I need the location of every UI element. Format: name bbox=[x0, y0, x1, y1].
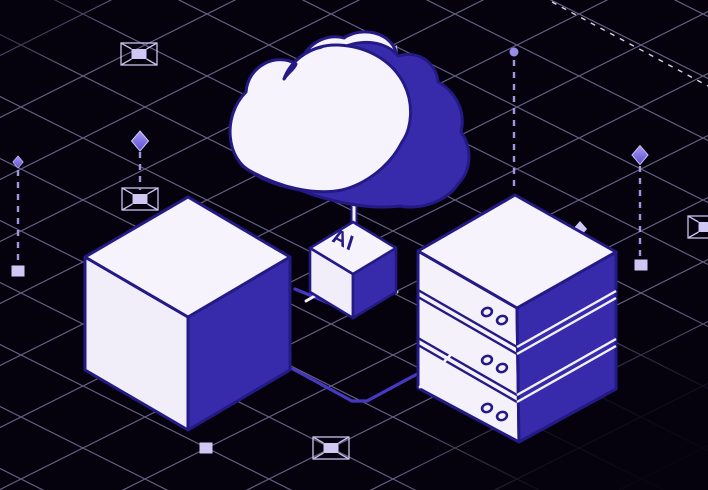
indicator-dot bbox=[495, 362, 509, 374]
server-stack bbox=[416, 193, 618, 444]
dashed-grid-line bbox=[551, 1, 708, 87]
square-marker bbox=[11, 265, 25, 277]
connector-cube-to-server bbox=[291, 367, 421, 403]
cube-shape bbox=[83, 195, 292, 432]
square-marker bbox=[634, 259, 648, 271]
indicator-dot bbox=[480, 354, 494, 366]
corner-fade-top-left bbox=[0, 0, 180, 120]
indicator-dot bbox=[480, 402, 494, 414]
cloud-notch bbox=[282, 45, 323, 80]
server-tier-gaps-left bbox=[417, 288, 518, 404]
server-indicator-dots bbox=[480, 306, 509, 422]
indicator-dot bbox=[495, 410, 509, 422]
cube-top-face bbox=[83, 195, 292, 319]
ai-cube-top-face bbox=[308, 220, 398, 276]
connector-highlight-on-server bbox=[428, 339, 465, 362]
dot-marker bbox=[509, 47, 519, 57]
ai-chip-cube: AI bbox=[308, 220, 398, 320]
connector-highlight-on-server bbox=[418, 341, 464, 389]
cloud-front-face bbox=[228, 43, 412, 194]
cloud-shape bbox=[228, 30, 471, 228]
indicator-dot bbox=[480, 306, 494, 318]
server-top-face bbox=[416, 193, 618, 310]
square-marker bbox=[199, 442, 213, 454]
server-tier-gaps-right bbox=[516, 289, 617, 404]
indicator-dot bbox=[495, 314, 509, 326]
